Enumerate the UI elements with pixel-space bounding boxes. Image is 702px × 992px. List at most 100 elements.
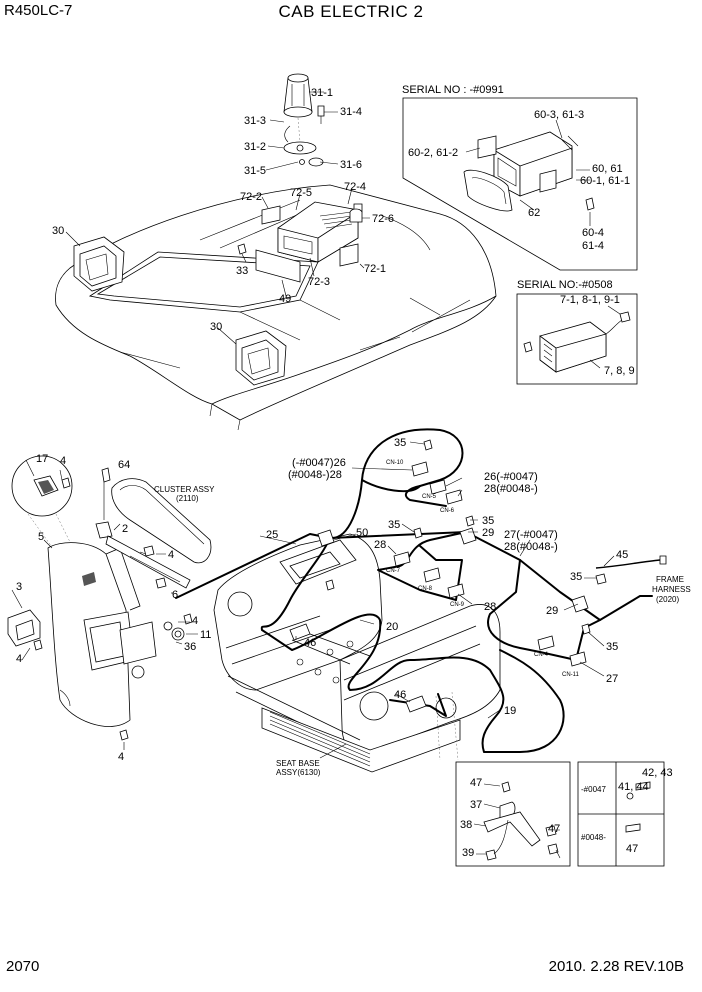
callout-45: 45 xyxy=(616,549,628,561)
seat-console-assembly: SEAT BASE ASSY(6130) xyxy=(213,533,501,777)
callout-28-late: (#0048-)28 xyxy=(288,469,342,481)
bracket-detail-box: 47 37 38 47 39 xyxy=(455,761,571,867)
connector-cn-11: CN-11 xyxy=(562,672,580,678)
radio-cassette-unit xyxy=(237,201,363,283)
callout-38: 38 xyxy=(460,819,472,831)
callout-27-early: 27(-#0047) xyxy=(504,529,558,541)
callout-28-late-lower: 28(#0048-) xyxy=(504,541,558,553)
left-console-assembly: 17 4 64 2 5 4 3 6 4 11 36 4 4 CLUSTER AS… xyxy=(7,453,215,763)
callout-4-detail: 4 xyxy=(60,455,66,467)
radio-unit-serial-2 xyxy=(523,311,631,373)
serial-box-lower-title: SERIAL NO:-#0508 xyxy=(517,279,613,291)
wire-harness xyxy=(175,428,667,854)
variant-table: -#0047 #0048- 42, 43 41, 44 47 xyxy=(577,761,673,867)
work-lamp-right xyxy=(235,330,287,386)
callout-72-1: 72-1 xyxy=(364,263,386,275)
callout-4-lower-left: 4 xyxy=(16,653,22,665)
frame-harness-label: FRAME xyxy=(656,575,684,584)
harness-callouts: 35 (-#0047)26 (#0048-)28 26(-#0047) 28(#… xyxy=(259,437,691,719)
callout-31-4: 31-4 xyxy=(340,106,362,118)
variant-early-label: -#0047 xyxy=(581,785,606,794)
seat-base-number: ASSY(6130) xyxy=(276,768,321,777)
model-number: R450LC-7 xyxy=(4,2,73,19)
connector-cn-6: CN-6 xyxy=(440,508,455,514)
connector-cn-9: CN-9 xyxy=(450,602,465,608)
callout-31-6: 31-6 xyxy=(340,159,362,171)
callout-28-late-right: 28(#0048-) xyxy=(484,483,538,495)
connector-cn-5: CN-5 xyxy=(422,494,437,500)
callout-72-2: 72-2 xyxy=(240,191,262,203)
callout-29-lower: 29 xyxy=(546,605,558,617)
callout-60-61: 60, 61 xyxy=(592,163,623,175)
callout-47-variant: 47 xyxy=(626,843,638,855)
beacon-lamp xyxy=(283,73,325,167)
callout-35-right: 35 xyxy=(482,515,494,527)
detail-circle xyxy=(11,455,73,517)
callout-33: 33 xyxy=(236,265,248,277)
callout-26-early-right: 26(-#0047) xyxy=(484,471,538,483)
page-number: 2070 xyxy=(6,958,40,975)
callout-62: 62 xyxy=(528,207,540,219)
connector-cn-4: CN-4 xyxy=(534,652,549,658)
callout-60-1-61-1: 60-1, 61-1 xyxy=(580,175,630,187)
connector-cn-10-body xyxy=(411,461,429,477)
callout-46-right: 46 xyxy=(394,689,406,701)
callout-41-44: 41, 44 xyxy=(618,781,649,793)
callout-72-6: 72-6 xyxy=(372,213,394,225)
callout-50: 50 xyxy=(356,527,368,539)
callout-30-left: 30 xyxy=(52,225,64,237)
callout-20: 20 xyxy=(386,621,398,633)
roof-callouts: 31-1 31-4 31-3 31-2 31-5 31-6 72-4 72-2 … xyxy=(52,87,394,345)
callout-11: 11 xyxy=(200,629,211,641)
callout-35-frame: 35 xyxy=(570,571,582,583)
callout-60-4: 60-4 xyxy=(582,227,604,239)
callout-28-left: 28 xyxy=(374,539,386,551)
cluster-assy-label: CLUSTER ASSY xyxy=(154,485,215,494)
callout-46-left: 46 xyxy=(304,637,316,649)
serial-box-upper-title: SERIAL NO : -#0991 xyxy=(402,84,504,96)
variant-late-label: #0048- xyxy=(581,833,606,842)
callout-36: 36 xyxy=(184,641,196,653)
callout-31-2: 31-2 xyxy=(244,141,266,153)
callout-39: 39 xyxy=(462,847,474,859)
callout-72-5: 72-5 xyxy=(290,187,312,199)
callout-35-mid: 35 xyxy=(388,519,400,531)
work-lamp-left xyxy=(73,236,125,292)
callout-31-5: 31-5 xyxy=(244,165,266,177)
frame-harness-label-2: HARNESS xyxy=(652,585,691,594)
callout-28-lower: 28 xyxy=(484,601,496,613)
cab-roof-assembly xyxy=(55,73,497,431)
callout-42-43: 42, 43 xyxy=(642,767,673,779)
callout-4-right: 4 xyxy=(192,615,198,627)
callout-6: 6 xyxy=(172,589,178,601)
callout-25: 25 xyxy=(266,529,278,541)
callout-72-4: 72-4 xyxy=(344,181,366,193)
callout-37: 37 xyxy=(470,799,482,811)
callout-29-top: 29 xyxy=(482,527,494,539)
connector-cn-10: CN-10 xyxy=(386,460,404,466)
callout-2: 2 xyxy=(122,523,128,535)
cluster-assy-number: (2110) xyxy=(176,494,199,503)
page-title: CAB ELECTRIC 2 xyxy=(278,2,424,21)
callout-7-8-9: 7, 8, 9 xyxy=(604,365,635,377)
callout-31-1: 31-1 xyxy=(311,87,333,99)
callout-72-3: 72-3 xyxy=(308,276,330,288)
callout-3: 3 xyxy=(16,581,22,593)
callout-26-early: (-#0047)26 xyxy=(292,457,346,469)
cluster-assembly xyxy=(111,478,212,564)
connector-cn-7: CN-7 xyxy=(386,568,401,574)
callout-17: 17 xyxy=(36,453,48,465)
serial-box-upper: SERIAL NO : -#0991 60-3, 61-3 60-2, 61-2… xyxy=(402,84,638,271)
callout-30-right: 30 xyxy=(210,321,222,333)
callout-19: 19 xyxy=(504,705,516,717)
callout-49: 49 xyxy=(279,293,291,305)
callout-4-bracket: 4 xyxy=(168,549,174,561)
revision-date: 2010. 2.28 REV.10B xyxy=(548,958,684,975)
callout-7-1-8-1-9-1: 7-1, 8-1, 9-1 xyxy=(560,294,620,306)
callout-47-mid: 47 xyxy=(548,823,560,835)
callout-47-top: 47 xyxy=(470,777,482,789)
callout-27-lower: 27 xyxy=(606,673,618,685)
callout-60-2-61-2: 60-2, 61-2 xyxy=(408,147,458,159)
